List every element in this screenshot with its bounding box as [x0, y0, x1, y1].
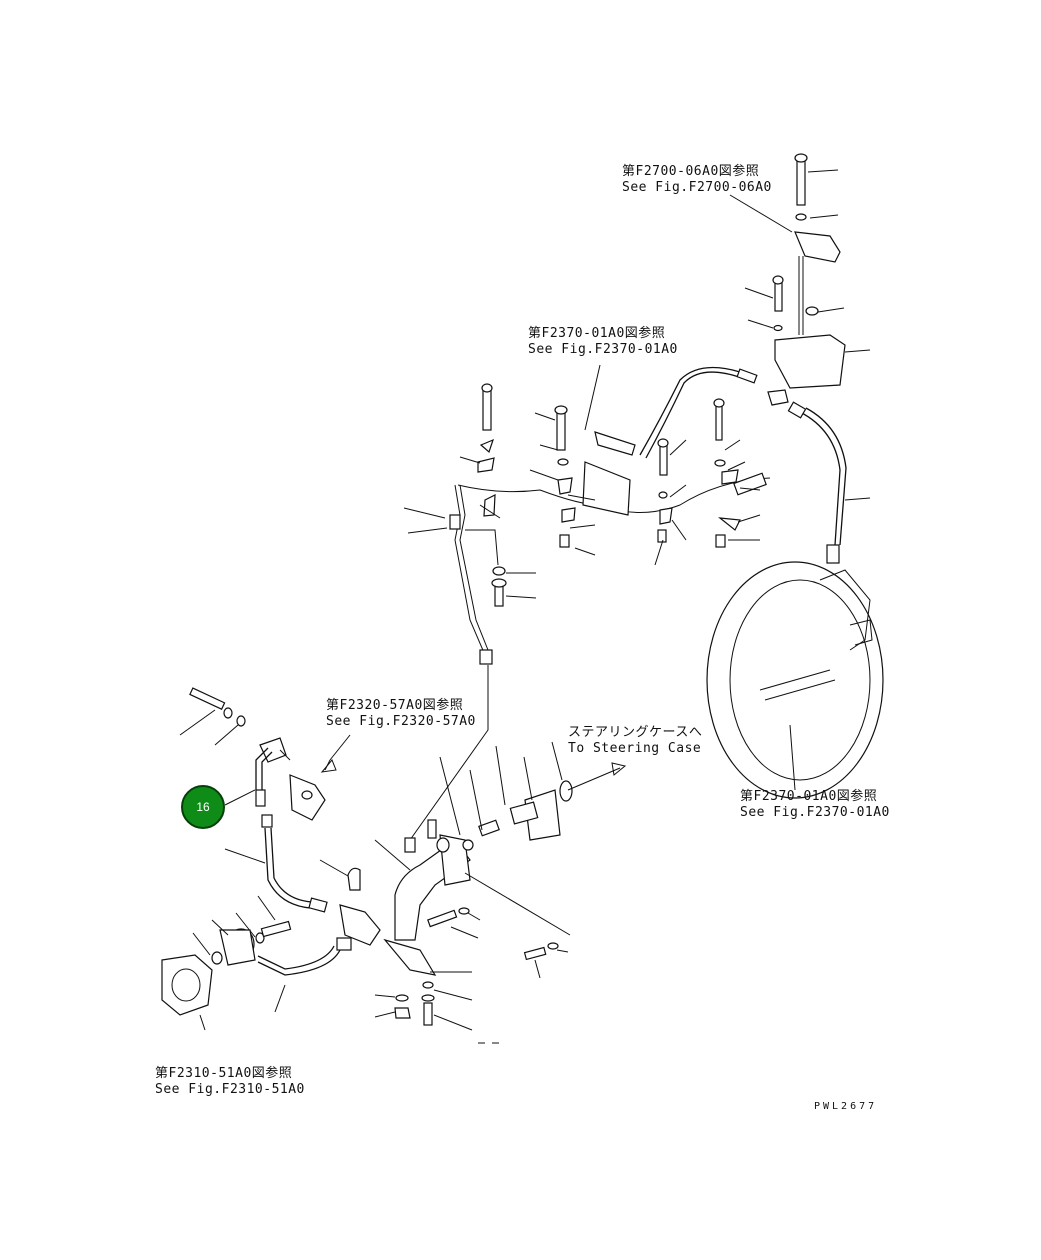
reference-jp: 第F2370-01A0図参照 [740, 789, 878, 804]
brake-drum [706, 561, 884, 799]
reference-f2370-01a0-right: 第F2370-01A0図参照 See Fig.F2370-01A0 [740, 789, 890, 821]
reference-leaders [320, 734, 351, 773]
part-callout-16[interactable]: 16 [181, 785, 225, 829]
reference-f2310-51a0: 第F2310-51A0図参照 See Fig.F2310-51A0 [155, 1066, 305, 1098]
left-hose-assembly [161, 687, 352, 1031]
clamp-assembly [403, 364, 761, 607]
reference-en: To Steering Case [568, 741, 702, 756]
reference-to-steering-case: ステアリングケースへ To Steering Case [568, 725, 702, 757]
reference-jp: 第F2370-01A0図参照 [528, 326, 666, 341]
reference-en: See Fig.F2310-51A0 [155, 1082, 305, 1097]
reference-jp: 第F2320-57A0図参照 [326, 698, 464, 713]
reference-en: See Fig.F2370-01A0 [740, 805, 890, 820]
reference-f2700-06a0: 第F2700-06A0図参照 See Fig.F2700-06A0 [622, 164, 772, 196]
reference-en: See Fig.F2370-01A0 [528, 342, 678, 357]
top-bracket-assembly [729, 153, 871, 406]
reference-jp: 第F2310-51A0図参照 [155, 1066, 293, 1081]
reference-f2320-57a0: 第F2320-57A0図参照 See Fig.F2320-57A0 [326, 698, 476, 730]
drawing-code: PWL2677 [814, 1101, 878, 1112]
upper-hose-lines [639, 366, 871, 564]
reference-en: See Fig.F2700-06A0 [622, 180, 772, 195]
valve-assembly [319, 741, 627, 1044]
reference-jp: 第F2700-06A0図参照 [622, 164, 760, 179]
reference-jp: ステアリングケースへ [568, 725, 703, 740]
reference-f2370-01a0-top: 第F2370-01A0図参照 See Fig.F2370-01A0 [528, 326, 678, 358]
reference-en: See Fig.F2320-57A0 [326, 714, 476, 729]
